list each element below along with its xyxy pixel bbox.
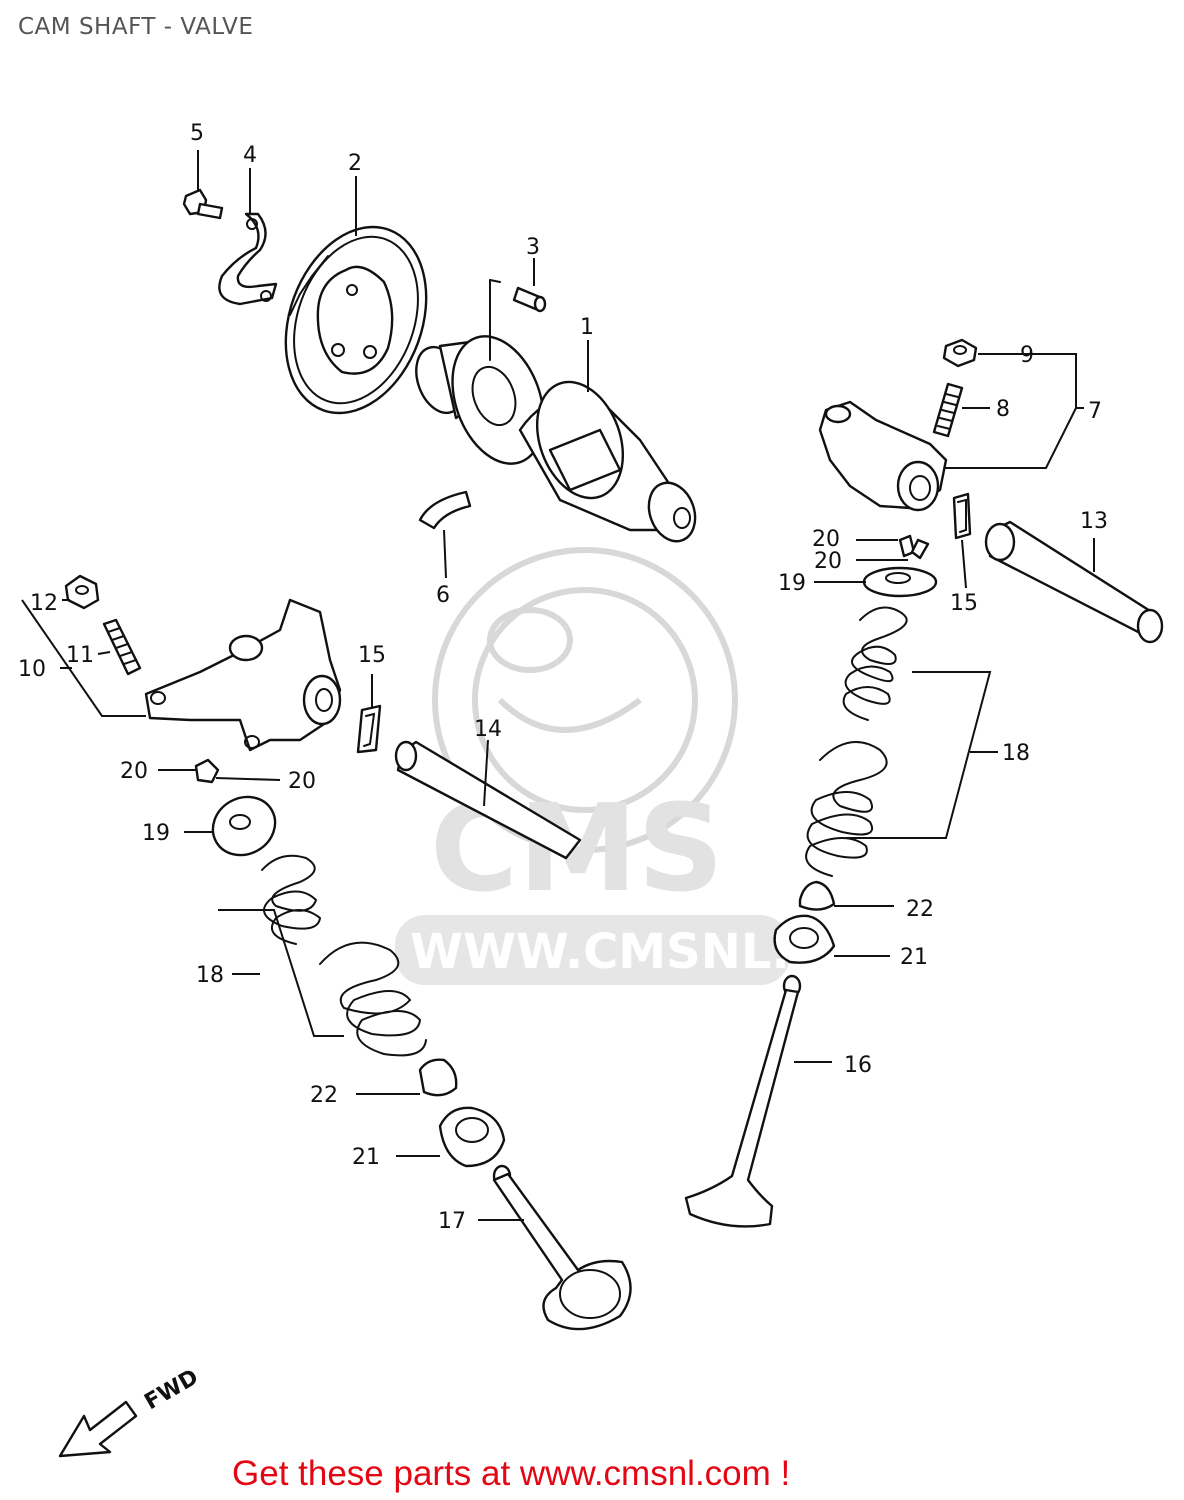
callout-22-left: 22	[310, 1083, 338, 1108]
cam-sprocket-2[interactable]	[261, 207, 451, 433]
callout-5: 5	[190, 121, 204, 146]
callout-18-right: 18	[1002, 741, 1030, 766]
callout-numbers: 5 4 2 3 1 6 9 8 7 13 20 20 19 15 18 22 2…	[18, 121, 1108, 1234]
callout-16: 16	[844, 1053, 872, 1078]
callout-7: 7	[1088, 399, 1102, 424]
callout-20-upper-a: 20	[812, 527, 840, 552]
oil-seal-21-right[interactable]	[773, 914, 836, 964]
intake-rocker-arm-7[interactable]	[818, 400, 948, 512]
callout-10: 10	[18, 657, 46, 682]
callout-1: 1	[580, 315, 594, 340]
watermark-logo: CMS WWW.CMSNL.CO	[395, 547, 866, 985]
callout-19-upper: 19	[778, 571, 806, 596]
callout-4: 4	[243, 143, 257, 168]
shaft-seal-15-lower[interactable]	[356, 704, 382, 754]
callout-6: 6	[436, 583, 450, 608]
spring-seat-22-left[interactable]	[418, 1058, 458, 1097]
callout-21-right: 21	[900, 945, 928, 970]
intake-valve-17[interactable]	[492, 1164, 632, 1331]
dowel-pin-3[interactable]	[512, 286, 547, 313]
bolt-5[interactable]	[182, 188, 224, 220]
callout-21-left: 21	[352, 1145, 380, 1170]
adjusting-screw-11[interactable]	[102, 618, 142, 676]
watermark-url-pill	[395, 915, 790, 985]
valve-springs-18-right[interactable]	[805, 606, 908, 877]
valve-cotter-20-lower[interactable]	[194, 758, 220, 784]
callout-3: 3	[526, 235, 540, 260]
spring-retainer-19-lower[interactable]	[202, 786, 285, 866]
page-title: CAM SHAFT - VALVE	[18, 14, 254, 40]
callout-22-right: 22	[906, 897, 934, 922]
adjusting-screw-8[interactable]	[932, 382, 964, 438]
callout-20-lower-b: 20	[288, 769, 316, 794]
callout-14: 14	[474, 717, 502, 742]
callout-17: 17	[438, 1209, 466, 1234]
oil-seal-21-left[interactable]	[438, 1106, 506, 1168]
callout-15-lower: 15	[358, 643, 386, 668]
callout-19-lower: 19	[142, 821, 170, 846]
spring-retainer-19-upper[interactable]	[862, 566, 938, 598]
lock-nut-9[interactable]	[942, 338, 978, 368]
lock-nut-12[interactable]	[64, 574, 100, 610]
rocker-shaft-13[interactable]	[984, 520, 1164, 644]
valve-cotter-20-upper[interactable]	[898, 534, 930, 560]
callout-12: 12	[30, 591, 58, 616]
callout-15-upper: 15	[950, 591, 978, 616]
sprocket-lock-plate-4[interactable]	[218, 212, 278, 306]
footer-shop-link[interactable]: Get these parts at www.cmsnl.com !	[232, 1454, 791, 1493]
callout-13: 13	[1080, 509, 1108, 534]
leader-lines	[21, 150, 1095, 1221]
callout-8: 8	[996, 397, 1010, 422]
shaft-seal-15-upper[interactable]	[952, 492, 972, 540]
callout-11: 11	[66, 643, 94, 668]
callout-20-lower-a: 20	[120, 759, 148, 784]
circlip-6[interactable]	[418, 490, 472, 530]
exhaust-valve-16[interactable]	[684, 974, 802, 1228]
spring-seat-22-right[interactable]	[798, 880, 836, 911]
callout-9: 9	[1020, 343, 1034, 368]
callout-18-left: 18	[196, 963, 224, 988]
camshaft-1[interactable]	[408, 279, 703, 548]
fwd-label: FWD	[141, 1365, 203, 1415]
callout-2: 2	[348, 151, 362, 176]
rocker-shaft-14[interactable]	[394, 740, 582, 860]
forward-direction-arrow: FWD	[58, 1365, 203, 1458]
valve-springs-18-left[interactable]	[261, 854, 427, 1057]
callout-20-upper-b: 20	[814, 549, 842, 574]
exhaust-rocker-arm-10[interactable]	[144, 598, 342, 752]
